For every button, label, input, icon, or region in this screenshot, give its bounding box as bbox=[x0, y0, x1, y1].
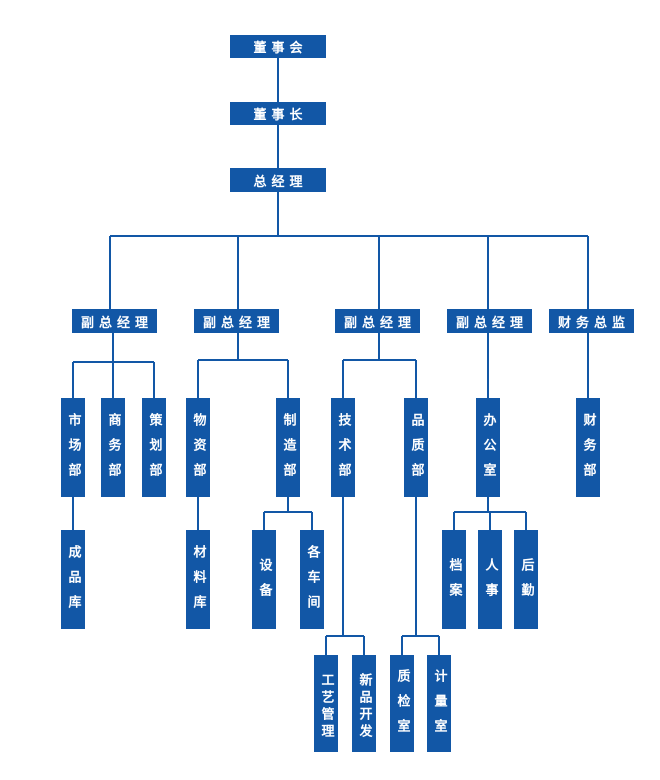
node-equipment: 设备 bbox=[252, 530, 276, 629]
node-process-mgmt: 工艺管理 bbox=[314, 655, 338, 752]
node-metrology-room: 计量室 bbox=[427, 655, 451, 752]
node-quality: 品质部 bbox=[404, 398, 428, 497]
node-archives: 档案 bbox=[442, 530, 466, 629]
node-planning: 策划部 bbox=[142, 398, 166, 497]
node-vp4: 副总经理 bbox=[447, 309, 532, 333]
node-material-store: 材料库 bbox=[186, 530, 210, 629]
node-gm: 总经理 bbox=[230, 168, 326, 192]
node-hr: 人事 bbox=[478, 530, 502, 629]
node-qc-room: 质检室 bbox=[390, 655, 414, 752]
node-market: 市场部 bbox=[61, 398, 85, 497]
node-vp2: 副总经理 bbox=[194, 309, 279, 333]
node-new-product: 新品开发 bbox=[352, 655, 376, 752]
node-tech: 技术部 bbox=[331, 398, 355, 497]
node-product-store: 成品库 bbox=[61, 530, 85, 629]
node-business: 商务部 bbox=[101, 398, 125, 497]
node-vp1: 副总经理 bbox=[72, 309, 157, 333]
node-vp3: 副总经理 bbox=[335, 309, 420, 333]
node-chairman: 董事长 bbox=[230, 102, 326, 125]
node-manufacturing: 制造部 bbox=[276, 398, 300, 497]
node-office: 办公室 bbox=[476, 398, 500, 497]
node-workshops: 各车间 bbox=[300, 530, 324, 629]
node-cfo: 财务总监 bbox=[549, 309, 634, 333]
node-logistics: 后勤 bbox=[514, 530, 538, 629]
node-finance: 财务部 bbox=[576, 398, 600, 497]
node-supplies: 物资部 bbox=[186, 398, 210, 497]
node-board: 董事会 bbox=[230, 35, 326, 58]
